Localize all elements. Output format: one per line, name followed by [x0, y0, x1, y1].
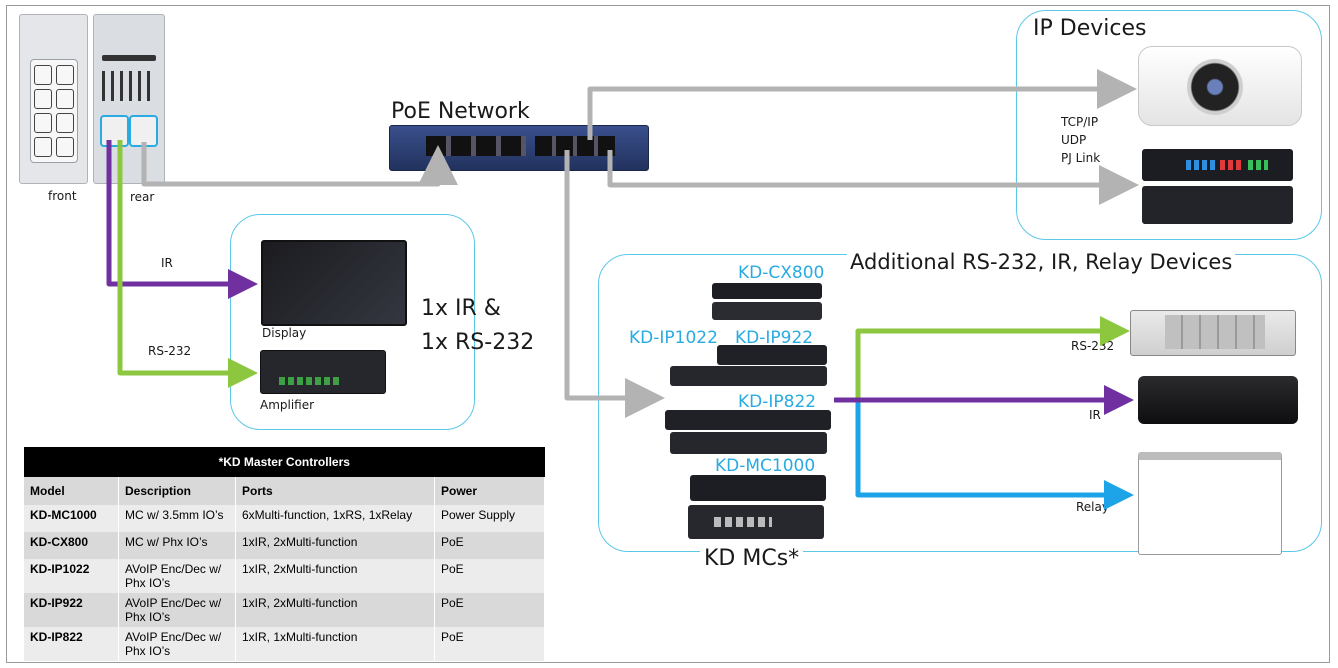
relay-label-right: Relay — [1076, 500, 1109, 514]
rs232-label-left: RS-232 — [148, 344, 192, 358]
table-cell: MC w/ Phx IO’s — [118, 532, 236, 559]
kd-ip1022-label: KD-IP1022 — [629, 328, 718, 348]
table-cell: MC w/ 3.5mm IO’s — [118, 505, 236, 532]
mc-rs232-to-chassis-line — [855, 316, 1130, 400]
protocol-udp: UDP — [1061, 133, 1087, 147]
projection-screen-image — [1138, 452, 1282, 555]
keypad-to-switch-line — [141, 142, 458, 187]
kd-cx800-label: KD-CX800 — [738, 263, 825, 283]
rack-chassis-image — [1130, 310, 1296, 356]
ip-devices-title: IP Devices — [1033, 16, 1147, 41]
ir-label-left: IR — [161, 256, 173, 270]
table-cell: KD-IP922 — [24, 593, 119, 627]
poe-network-label: PoE Network — [391, 99, 530, 124]
table-cell: PoE — [434, 627, 545, 661]
table-cell: 1xIR, 2xMulti-function — [235, 593, 435, 627]
avoip-device-bottom-image — [1142, 186, 1293, 224]
keypad-rear-image — [93, 14, 165, 184]
switch-to-projector-line — [587, 69, 1137, 140]
kd-mc1000-rear-image — [688, 505, 824, 539]
amplifier-image — [260, 350, 386, 394]
table-cell: KD-CX800 — [24, 532, 119, 559]
switch-to-avoip-line — [607, 150, 1139, 205]
protocol-pjlink: PJ Link — [1061, 151, 1101, 165]
display-amplifier-box — [230, 214, 475, 430]
kd-ip822-label: KD-IP822 — [738, 392, 817, 412]
rear-label: rear — [130, 190, 155, 204]
table-cell: 1xIR, 2xMulti-function — [235, 559, 435, 593]
table-caption: *KD Master Controllers — [24, 447, 545, 477]
keypad-rs232-to-amplifier-line — [117, 140, 258, 388]
display-image — [261, 240, 407, 326]
table-cell: 6xMulti-function, 1xRS, 1xRelay — [235, 505, 435, 532]
kd-master-controllers-table: *KD Master Controllers Model Description… — [24, 447, 545, 661]
table-row: KD-MC1000 MC w/ 3.5mm IO’s 6xMulti-funct… — [24, 505, 545, 532]
table-row: KD-IP1022 AVoIP Enc/Dec w/ Phx IO’s 1xIR… — [24, 559, 545, 593]
additional-devices-title: Additional RS-232, IR, Relay Devices — [847, 250, 1236, 274]
table-cell: AVoIP Enc/Dec w/ Phx IO’s — [118, 559, 236, 593]
table-cell: PoE — [434, 559, 545, 593]
table-header-description: Description — [118, 477, 236, 505]
projector-image — [1138, 46, 1302, 126]
table-cell: KD-MC1000 — [24, 505, 119, 532]
ip-devices-box — [1016, 10, 1322, 240]
table-cell: KD-IP1022 — [24, 559, 119, 593]
kd-ip822-rear-image — [670, 432, 827, 454]
table-header-power: Power — [434, 477, 545, 505]
switch-to-mcs-line — [564, 150, 665, 418]
mc-relay-to-screen-line — [855, 400, 1134, 510]
avoip-device-top-image — [1142, 149, 1293, 181]
table-cell: AVoIP Enc/Dec w/ Phx IO’s — [118, 627, 236, 661]
ir-rs232-line2: 1x RS-232 — [421, 330, 535, 355]
table-row: KD-CX800 MC w/ Phx IO’s 1xIR, 2xMulti-fu… — [24, 532, 545, 559]
kd-ip922-image — [717, 345, 827, 365]
kd-ip822-front-image — [665, 410, 831, 430]
table-cell: KD-IP822 — [24, 627, 119, 661]
table-cell: PoE — [434, 593, 545, 627]
display-label: Display — [262, 326, 307, 340]
outer-frame — [6, 5, 1330, 663]
table-cell: AVoIP Enc/Dec w/ Phx IO’s — [118, 593, 236, 627]
keypad-front-image — [19, 14, 88, 184]
set-top-box-image — [1138, 376, 1298, 424]
table-row: KD-IP922 AVoIP Enc/Dec w/ Phx IO’s 1xIR,… — [24, 593, 545, 627]
table-header-model: Model — [24, 477, 119, 505]
kd-mc1000-label: KD-MC1000 — [715, 456, 816, 476]
kd-mcs-label: KD MCs* — [700, 546, 804, 571]
table-header-ports: Ports — [235, 477, 435, 505]
table-row: KD-IP822 AVoIP Enc/Dec w/ Phx IO’s 1xIR,… — [24, 627, 545, 661]
table-cell: 1xIR, 2xMulti-function — [235, 532, 435, 559]
front-label: front — [48, 189, 77, 203]
keypad-ir-to-display-line — [106, 140, 258, 299]
table-cell: Power Supply — [434, 505, 545, 532]
kd-mc1000-front-image — [690, 475, 826, 501]
table-cell: PoE — [434, 532, 545, 559]
ir-rs232-line1: 1x IR & — [421, 296, 501, 321]
kd-cx800-rear-image — [712, 302, 822, 320]
kd-cx800-image — [712, 283, 822, 299]
amplifier-label: Amplifier — [260, 398, 315, 412]
protocol-tcpip: TCP/IP — [1061, 115, 1099, 129]
table-cell: 1xIR, 1xMulti-function — [235, 627, 435, 661]
kd-ip922-label: KD-IP922 — [735, 328, 814, 348]
kd-ip1022-image — [670, 366, 827, 386]
ir-label-right: IR — [1089, 408, 1101, 422]
